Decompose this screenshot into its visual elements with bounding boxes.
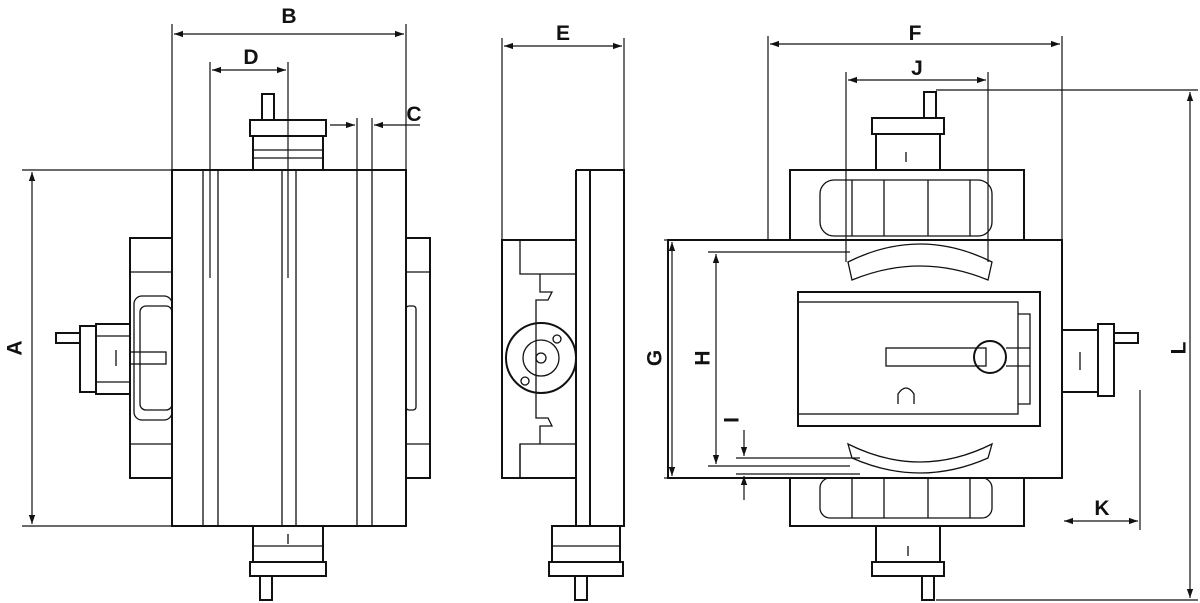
dimension-label-f: F (909, 22, 922, 45)
dimension-label-b: B (281, 5, 296, 28)
dimension-label-j: J (911, 57, 923, 80)
dimension-label-h: H (692, 350, 715, 365)
dimension-label-k: K (1094, 497, 1109, 520)
dimension-label-a: A (4, 340, 27, 355)
side-view (501, 169, 625, 601)
dimension-label-d: D (243, 46, 258, 69)
dimension-label-e: E (556, 22, 570, 45)
dimension-label-c: C (406, 103, 421, 126)
dimension-label-g: G (644, 350, 667, 366)
top-view (667, 91, 1139, 601)
dimension-label-i: I (721, 417, 744, 423)
dimension-label-l: L (1168, 341, 1191, 354)
dimension-label-group: A B C D E F G H I J K L (4, 5, 1191, 520)
front-view (55, 93, 431, 601)
dimension-lines (22, 24, 1198, 601)
